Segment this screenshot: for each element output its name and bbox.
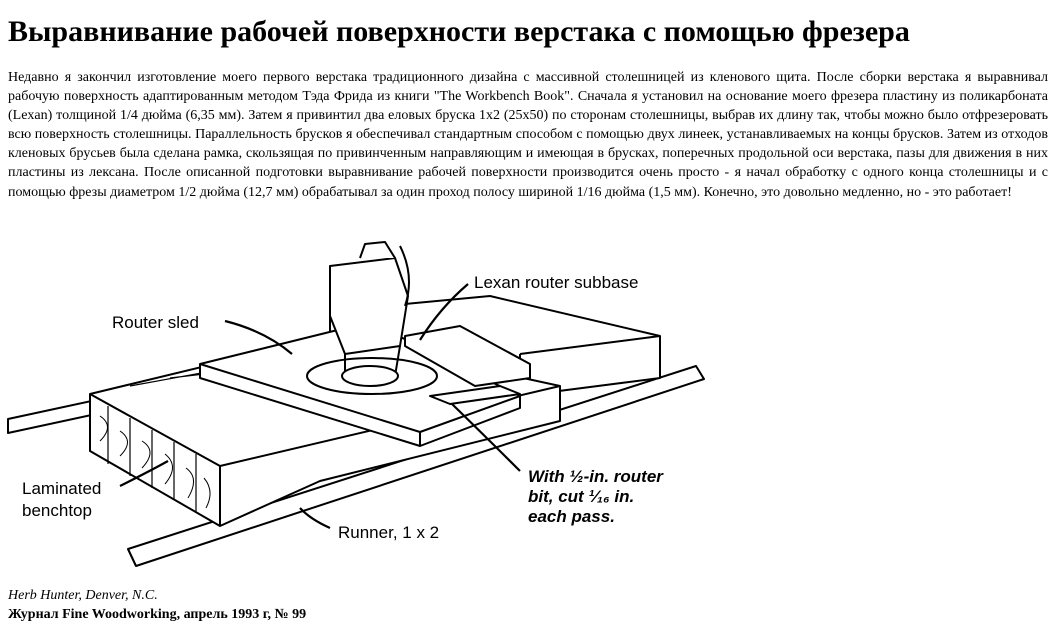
source-suffix: , апрель 1993 г, № 99 <box>176 607 307 622</box>
label-with-bit-line2: bit, cut ¹⁄₁₆ in. <box>528 487 634 506</box>
label-runner: Runner, 1 x 2 <box>338 523 439 542</box>
label-router-sled: Router sled <box>112 313 199 332</box>
source-name: Fine Woodworking <box>62 607 177 622</box>
author-credit: Herb Hunter, Denver, N.C. <box>8 588 158 603</box>
article-title: Выравнивание рабочей поверхности верстак… <box>8 15 910 48</box>
source-credit: Журнал Fine Woodworking, апрель 1993 г, … <box>8 605 306 624</box>
sled-rail-cross <box>404 325 531 387</box>
label-laminated-line2: benchtop <box>22 501 92 520</box>
label-lexan-subbase: Lexan router subbase <box>474 273 638 292</box>
illustration-drawing: Router sled Lexan router subbase Laminat… <box>7 241 705 567</box>
source-prefix: Журнал <box>8 607 63 622</box>
router-motor <box>329 257 409 355</box>
credits: Herb Hunter, Denver, N.C. Журнал Fine Wo… <box>8 586 306 624</box>
label-laminated-line1: Laminated <box>22 479 101 498</box>
article-body: Недавно я закончил изготовление моего пе… <box>8 70 1048 200</box>
label-with-bit-line3: each pass. <box>528 507 615 526</box>
workbench-router-illustration: Router sled Lexan router subbase Laminat… <box>0 236 1057 586</box>
label-with-bit-line1: With ½-in. router <box>528 467 664 486</box>
